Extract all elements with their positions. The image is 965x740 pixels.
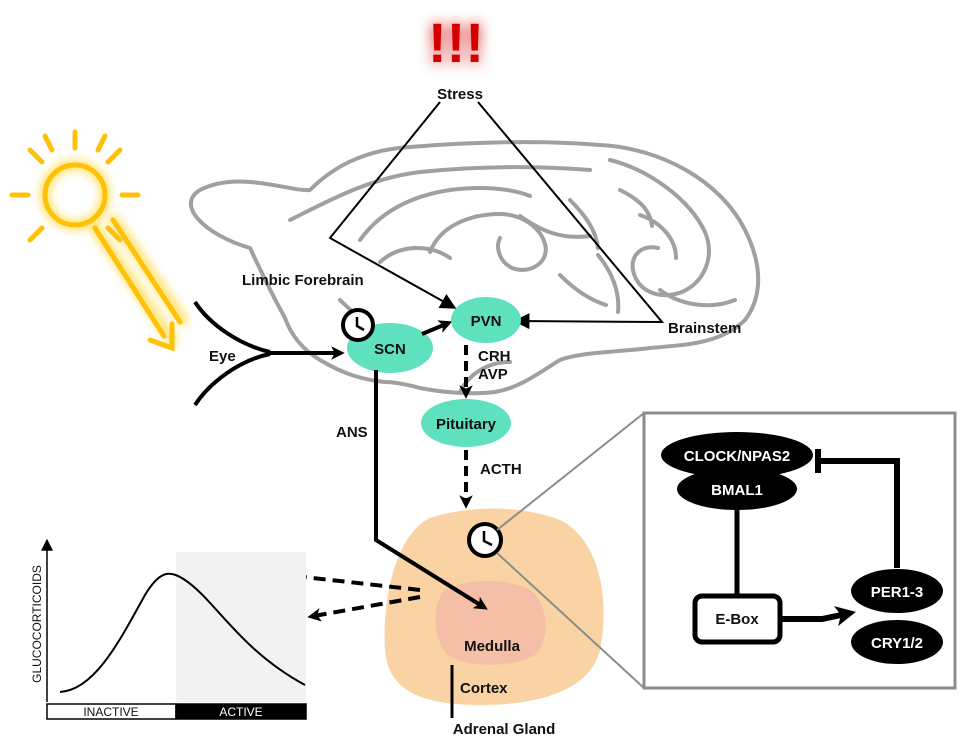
bmal1-label: BMAL1 (711, 482, 763, 499)
adrenal-clock-icon (467, 522, 503, 558)
ans-pathway-arrow (374, 370, 488, 610)
scn-label: SCN (374, 341, 406, 358)
pituitary-label: Pituitary (436, 416, 497, 433)
cry-node (851, 620, 943, 664)
svg-text:!!!: !!! (428, 11, 484, 74)
avp-label: AVP (478, 366, 508, 383)
scn-clock-icon (341, 308, 375, 342)
stress-exclamation-icon: !!! !!! (428, 11, 484, 74)
limbic-forebrain-label: Limbic Forebrain (242, 272, 364, 289)
medulla-shape (435, 581, 546, 665)
zoom-connector-lines (496, 412, 645, 689)
eye-label: Eye (209, 348, 236, 365)
active-phase-shading (176, 552, 306, 702)
ans-label: ANS (336, 424, 368, 441)
stress-label: Stress (437, 86, 483, 103)
glucocorticoid-curve (59, 572, 306, 693)
eye-icon (193, 300, 271, 407)
active-label: ACTIVE (219, 705, 262, 719)
glucocorticoid-output-arrows (279, 568, 421, 622)
pvn-label: PVN (471, 313, 502, 330)
ebox-to-per-cry-arrow (781, 606, 856, 627)
pituitary-node (421, 399, 511, 447)
clock-npas2-node (661, 432, 813, 478)
per-inhibition-line (820, 458, 900, 568)
y-axis-label: GLUCOCORTICOIDS (30, 565, 44, 683)
per-label: PER1-3 (871, 584, 924, 601)
ebox-label: E-Box (715, 611, 759, 628)
adrenal-gland-label: Adrenal Gland (453, 721, 556, 738)
svg-text:!!!: !!! (428, 11, 484, 74)
inactive-label: INACTIVE (83, 705, 138, 719)
bmal1-node (677, 468, 797, 510)
pvn-node (451, 297, 521, 343)
clock-npas2-label: CLOCK/NPAS2 (684, 448, 790, 465)
ebox-node (692, 593, 783, 645)
glucocorticoid-graph: GLUCOCORTICOIDS INACTIVE ACTIVE (30, 538, 307, 720)
brain-outline (189, 140, 761, 396)
stress-pathway-lines (328, 101, 665, 330)
medulla-label: Medulla (464, 638, 520, 655)
per-node (851, 569, 943, 613)
active-phase-bar (175, 703, 307, 720)
brainstem-label: Brainstem (668, 320, 741, 337)
cortex-label: Cortex (460, 680, 508, 697)
acth-label: ACTH (480, 461, 522, 478)
sun-icon (9, 129, 189, 352)
cry-label: CRY1/2 (871, 635, 923, 652)
crh-label: CRH (478, 348, 511, 365)
scn-to-pvn-arrow (421, 320, 453, 336)
